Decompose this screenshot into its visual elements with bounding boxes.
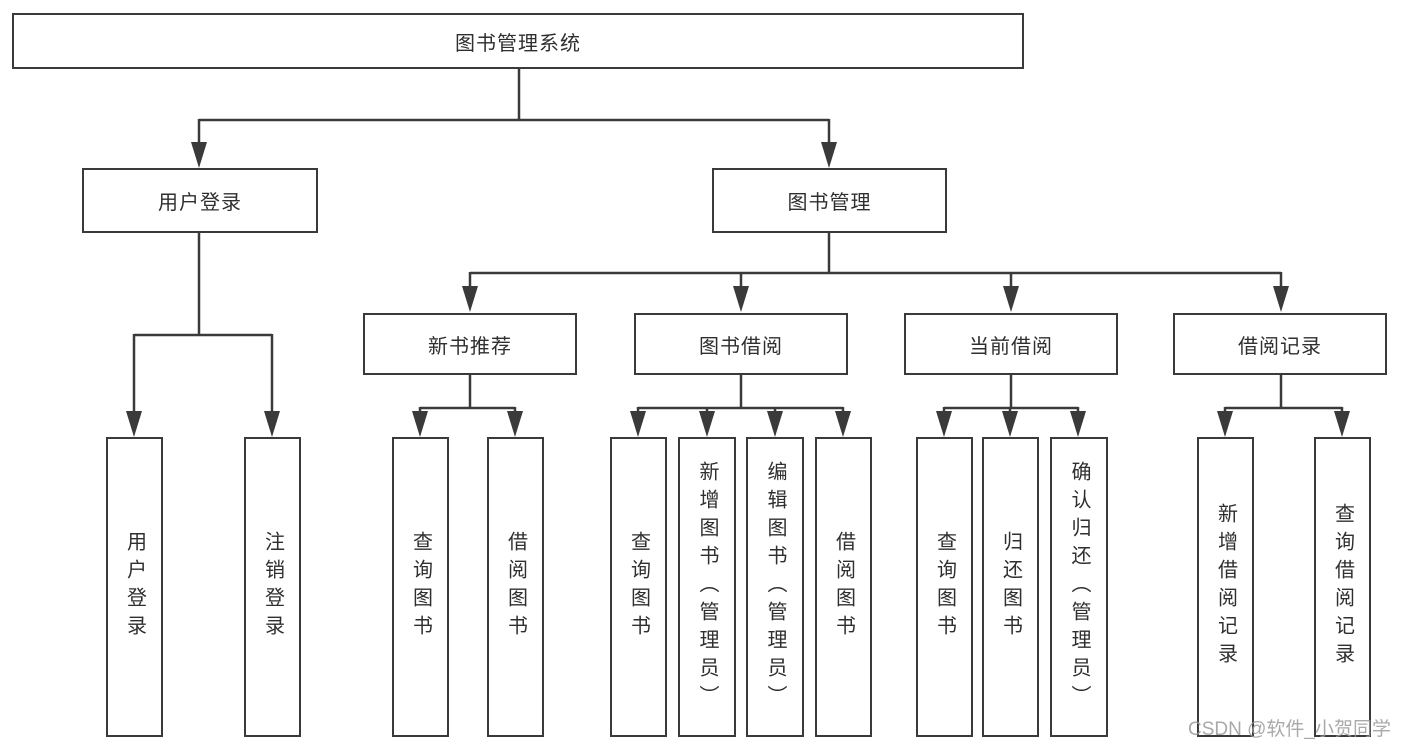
- leaf-query-borrow-record-label: 查询借阅记录: [1331, 503, 1354, 671]
- leaf-query-books-borrow-label: 查询图书: [627, 531, 650, 643]
- node-borrow-records: 借阅记录: [1173, 313, 1387, 375]
- arrowhead-icon: [1334, 411, 1350, 437]
- arrowhead-icon: [699, 411, 715, 437]
- leaf-borrow-books: 借阅图书: [815, 437, 872, 737]
- connector-new-book-recommend-to-leaves: [418, 374, 517, 413]
- watermark: CSDN @软件_小贺同学: [1188, 719, 1391, 740]
- leaf-add-borrow-record-label: 新增借阅记录: [1214, 503, 1237, 671]
- node-root: 图书管理系统: [12, 13, 1024, 69]
- arrowhead-icon: [264, 411, 280, 437]
- leaf-borrow-books-recommend-label: 借阅图书: [504, 531, 527, 643]
- arrowhead-icon: [412, 411, 428, 437]
- leaf-logout-label: 注销登录: [261, 531, 284, 643]
- node-current-borrow: 当前借阅: [904, 313, 1118, 375]
- connector-current-borrow-to-leaves: [942, 374, 1080, 413]
- leaf-query-books-recommend-label: 查询图书: [409, 531, 432, 643]
- node-book-management: 图书管理: [712, 168, 947, 233]
- connector-borrow-records-to-leaves: [1223, 374, 1344, 413]
- node-user-login-label: 用户登录: [158, 192, 242, 214]
- arrowhead-icon: [1217, 411, 1233, 437]
- connector-user-login-to-leaves: [132, 233, 274, 413]
- arrowhead-icon: [1002, 411, 1018, 437]
- leaf-confirm-return-admin-label: 确认归还（管理员）: [1068, 461, 1090, 713]
- leaf-edit-book-admin-label: 编辑图书（管理员）: [764, 461, 786, 713]
- arrowhead-icon: [767, 411, 783, 437]
- arrowhead-icon: [1003, 286, 1019, 312]
- leaf-query-borrow-record: 查询借阅记录: [1314, 437, 1371, 737]
- leaf-query-books-recommend: 查询图书: [392, 437, 449, 737]
- node-new-book-recommend-label: 新书推荐: [428, 335, 512, 358]
- leaf-query-books-current-label: 查询图书: [933, 531, 956, 643]
- arrowhead-icon: [936, 411, 952, 437]
- node-user-login: 用户登录: [82, 168, 318, 233]
- leaf-add-book-admin-label: 新增图书（管理员）: [696, 461, 718, 713]
- leaf-user-login: 用户登录: [106, 437, 163, 737]
- arrowhead-icon: [507, 411, 523, 437]
- node-book-management-label: 图书管理: [787, 192, 872, 214]
- leaf-logout: 注销登录: [244, 437, 301, 737]
- arrowhead-icon: [126, 411, 142, 437]
- leaf-add-borrow-record: 新增借阅记录: [1197, 437, 1254, 737]
- node-borrow-records-label: 借阅记录: [1238, 335, 1322, 358]
- leaf-query-books-borrow: 查询图书: [610, 437, 667, 737]
- leaf-borrow-books-label: 借阅图书: [832, 531, 855, 643]
- arrowhead-icon: [1070, 411, 1086, 437]
- arrowhead-icon: [835, 411, 851, 437]
- connector-book-borrow-to-leaves: [636, 374, 845, 413]
- leaf-return-book-label: 归还图书: [999, 531, 1022, 643]
- node-new-book-recommend: 新书推荐: [363, 313, 577, 375]
- leaf-edit-book-admin: 编辑图书（管理员）: [746, 437, 804, 737]
- leaf-query-books-current: 查询图书: [916, 437, 973, 737]
- arrowhead-icon: [630, 411, 646, 437]
- leaf-user-login-label: 用户登录: [123, 531, 146, 643]
- leaf-return-book: 归还图书: [982, 437, 1039, 737]
- node-book-borrow-label: 图书借阅: [699, 335, 783, 358]
- arrowhead-icon: [462, 286, 478, 312]
- connector-root-to-level2: [197, 69, 831, 144]
- arrowhead-icon: [821, 142, 837, 168]
- leaf-add-book-admin: 新增图书（管理员）: [678, 437, 736, 737]
- leaf-borrow-books-recommend: 借阅图书: [487, 437, 544, 737]
- connector-book-management-to-level3: [468, 232, 1283, 288]
- arrowhead-icon: [1273, 286, 1289, 312]
- node-book-borrow: 图书借阅: [634, 313, 848, 375]
- node-root-label: 图书管理系统: [455, 32, 581, 55]
- arrowhead-icon: [733, 286, 749, 312]
- arrowhead-icon: [191, 142, 207, 168]
- node-current-borrow-label: 当前借阅: [969, 335, 1053, 358]
- leaf-confirm-return-admin: 确认归还（管理员）: [1050, 437, 1108, 737]
